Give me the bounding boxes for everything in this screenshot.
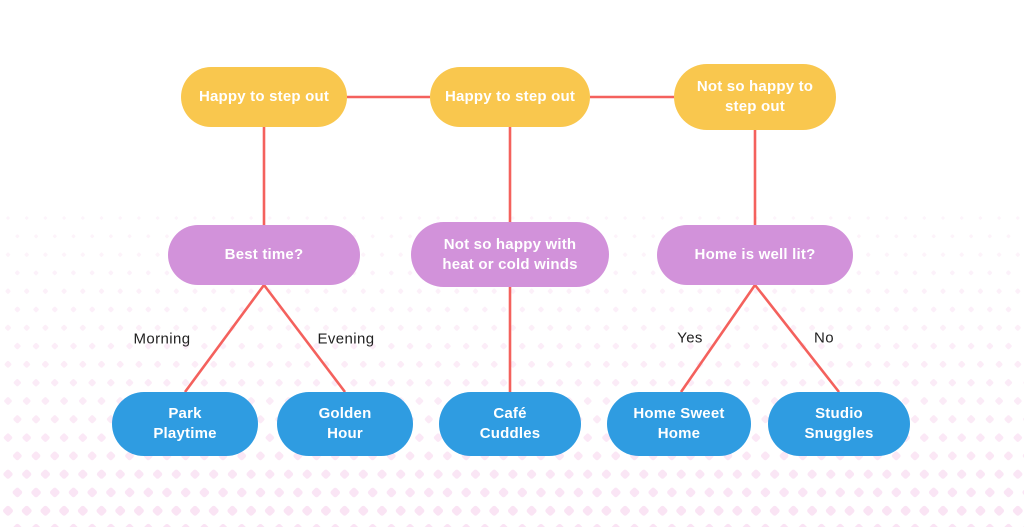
node-label: Studio Snuggles <box>804 405 874 442</box>
edge-label-no: No <box>814 329 834 347</box>
node-home-sweet-home: Home Sweet Home <box>607 392 751 456</box>
node-home-is-well-lit: Home is well lit? <box>657 225 853 285</box>
node-label: Not so happy with heat or cold winds <box>442 235 578 273</box>
node-label: Not so happy to step out <box>696 78 814 115</box>
node-label: Best time? <box>224 246 304 263</box>
node-best-time: Best time? <box>168 225 360 285</box>
node-label: Happy to step out <box>198 88 330 105</box>
node-golden-hour: Golden Hour <box>277 392 413 456</box>
node-happy-to-step-out-1: Happy to step out <box>181 67 347 127</box>
node-happy-to-step-out-2: Happy to step out <box>430 67 590 127</box>
edge-label-evening: Evening <box>317 330 375 348</box>
node-label: Home Sweet Home <box>633 405 725 442</box>
node-heat-or-cold-winds: Not so happy with heat or cold winds <box>411 222 609 287</box>
node-label: Park Playtime <box>153 405 217 442</box>
node-label: Home is well lit? <box>694 246 816 263</box>
node-park-playtime: Park Playtime <box>112 392 258 456</box>
node-label: Happy to step out <box>444 88 576 105</box>
node-label: Golden Hour <box>318 405 372 442</box>
node-label: Café Cuddles <box>479 405 541 442</box>
edge-label-morning: Morning <box>133 330 191 348</box>
node-not-so-happy-to-step-out: Not so happy to step out <box>674 64 836 130</box>
node-cafe-cuddles: Café Cuddles <box>439 392 581 456</box>
node-studio-snuggles: Studio Snuggles <box>768 392 910 456</box>
edge-label-yes: Yes <box>677 329 703 347</box>
edge-besttime-parkplaytime <box>183 284 266 393</box>
